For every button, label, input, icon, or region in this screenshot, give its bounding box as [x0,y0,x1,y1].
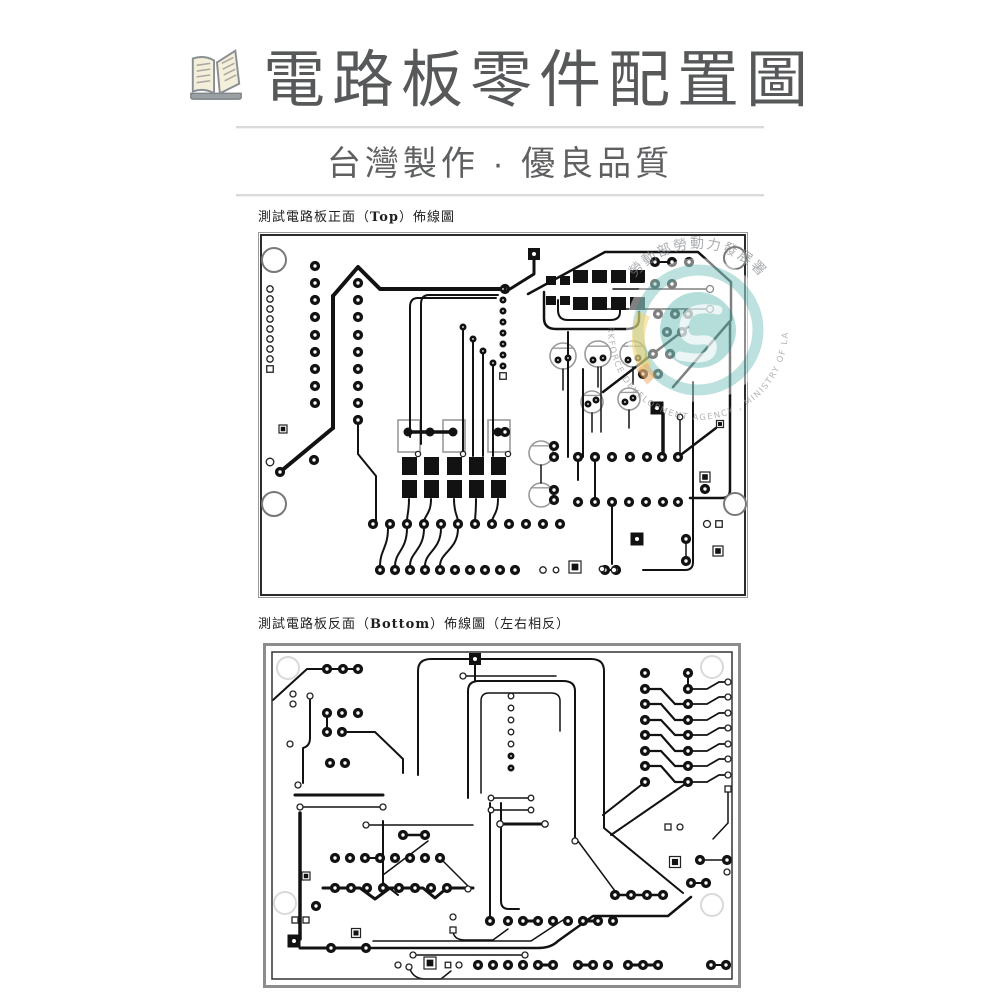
pcb-bottom-layout-diagram [263,643,741,988]
caption-text: ）佈線圖 [398,210,455,225]
caption-top-en: Top [370,210,399,225]
page-header: 電路板零件配置圖 [0,34,1000,115]
caption-text: 測試電路板正面（ [258,210,371,225]
caption-text: ）佈線圖（左右相反） [430,617,571,632]
pcb-bottom-content [272,653,733,980]
divider-bottom [236,194,764,197]
pcb-bottom-caption: 測試電路板反面（Bottom）佈線圖（左右相反） [258,613,570,632]
caption-bottom-en: Bottom [370,617,431,632]
pcb-top-svg [258,232,748,598]
page-title: 電路板零件配置圖 [262,46,815,115]
page-subtitle: 台灣製作 · 優良品質 [326,145,674,183]
pcb-bottom-svg [263,643,741,988]
pcb-top-caption: 測試電路板正面（Top）佈線圖 [258,206,455,225]
divider-top [236,126,764,129]
pcb-top-content [265,248,733,576]
pcb-top-layout-diagram [258,232,748,598]
caption-text: 測試電路板反面（ [258,617,371,632]
open-book-icon [190,49,242,100]
